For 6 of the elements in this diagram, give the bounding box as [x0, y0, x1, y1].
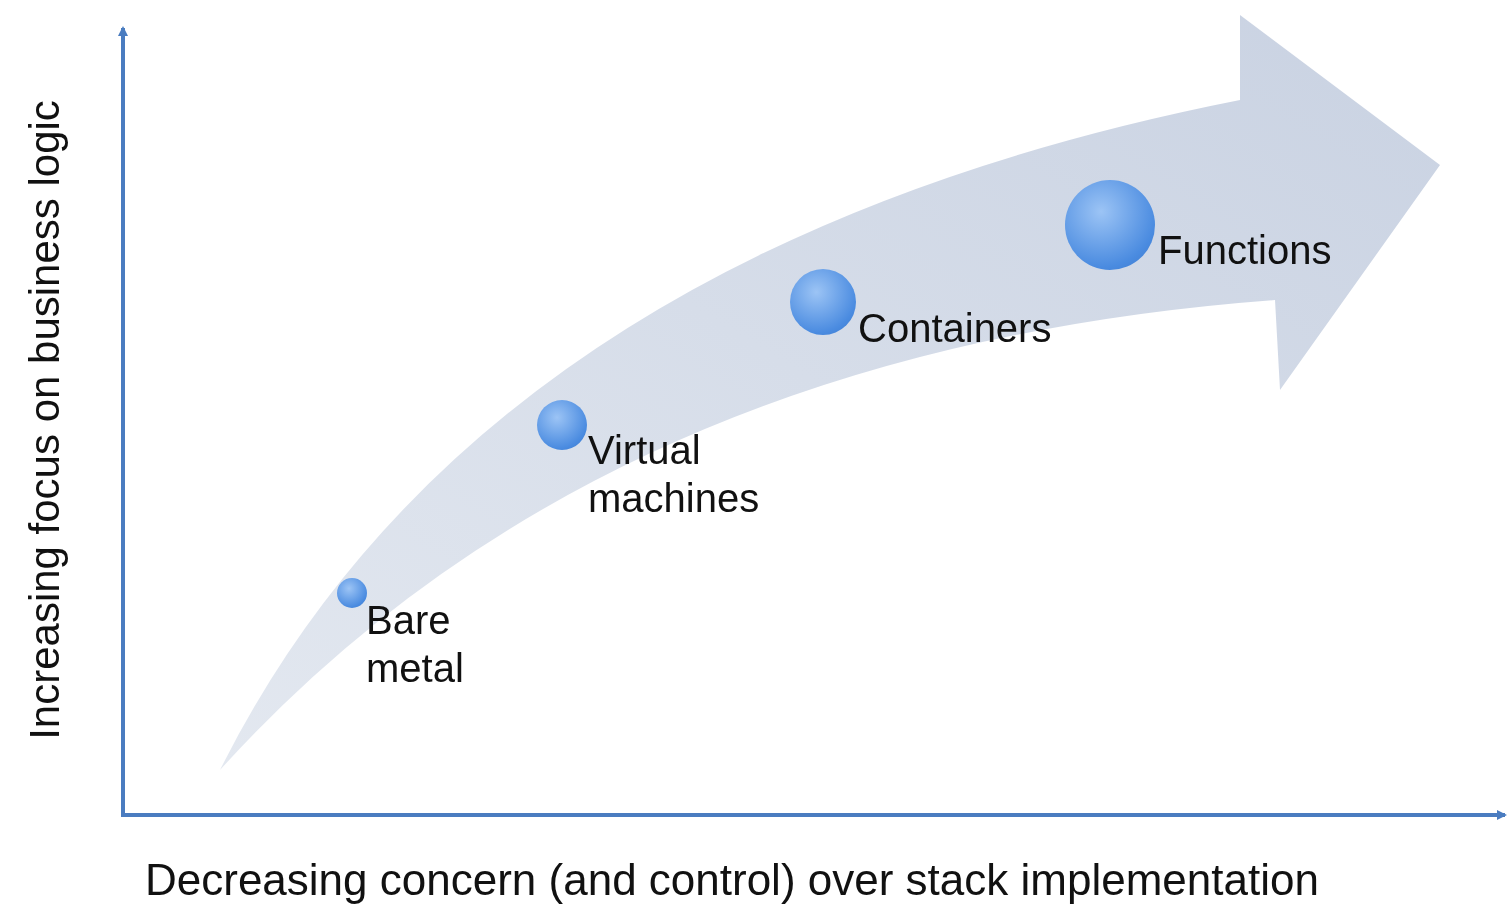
stage-label: Functions	[1158, 227, 1333, 274]
stage-label: Bare metal	[366, 597, 465, 692]
stage-label: Virtual machines	[588, 427, 761, 522]
stage-label: Containers	[858, 305, 1053, 352]
axis-title: Decreasing concern (and control) over stack implementation	[145, 855, 1319, 905]
axis-title: Increasing focus on business logic	[21, 100, 69, 740]
